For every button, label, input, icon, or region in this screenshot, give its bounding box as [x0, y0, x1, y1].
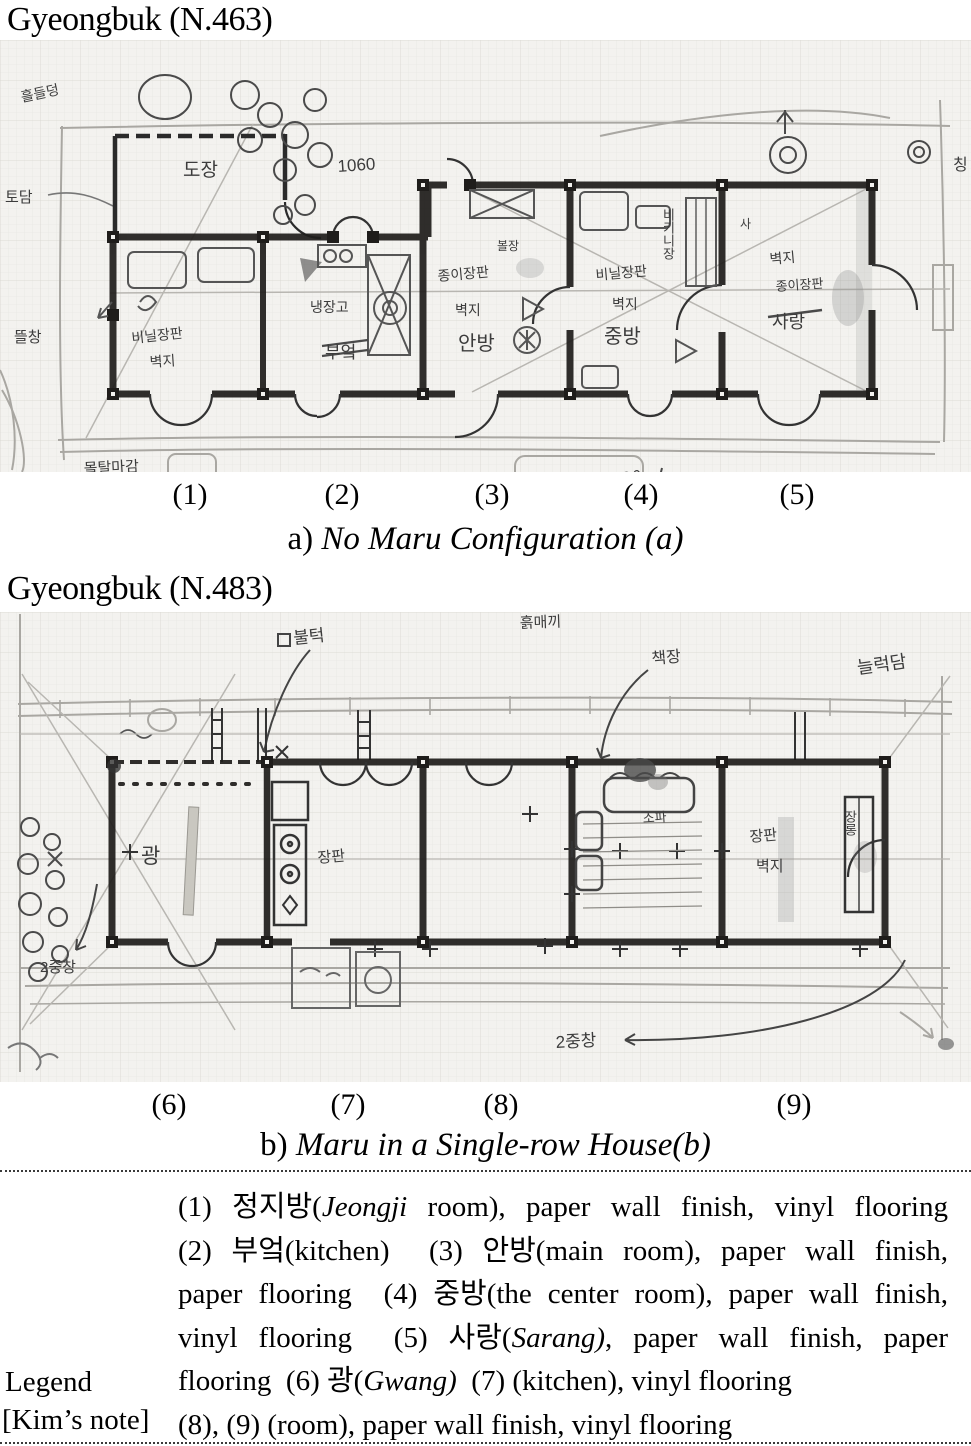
section-a-heading: Gyeongbuk (N.463) — [7, 1, 273, 38]
kims-note-label: [Kim’s note] — [2, 1404, 150, 1436]
caption-a: a) No Maru Configuration (a) — [0, 521, 971, 558]
door-arcs — [148, 157, 919, 439]
label-sa: 사 — [740, 217, 751, 231]
label-dojang: 도장 — [183, 159, 218, 181]
label-tteulchang: 뜰창 — [14, 329, 42, 346]
plan-b-labels: 불턱 흙매끼 책장 늘럭담 광 장판 소파 장판 벽지 장롱 2중창 2중창 — [40, 614, 908, 1052]
label-jangpan-9: 장판 — [749, 827, 778, 846]
label-vinyl-2: 비닐장판 — [595, 263, 648, 283]
pencil-lines — [7, 614, 954, 1072]
caption-b-prefix: b) — [260, 1127, 288, 1163]
section-b-heading: Gyeongbuk (N.483) — [7, 570, 273, 607]
label-boljang: 볼장 — [497, 239, 519, 253]
pencil-lines — [0, 99, 954, 472]
label-jungbang: 중방 — [604, 325, 641, 348]
floor-plan-sketch-b: 불턱 흙매끼 책장 늘럭담 광 장판 소파 장판 벽지 장롱 2중창 2중창 — [0, 612, 971, 1082]
room-number: (5) — [779, 478, 815, 511]
room-number: (2) — [324, 478, 360, 511]
room-number: (3) — [474, 478, 510, 511]
room-number: (1) — [172, 478, 208, 511]
door-arcs — [166, 761, 886, 968]
label-jangnong: 장롱 — [843, 810, 858, 836]
room-number: (7) — [330, 1088, 366, 1121]
caption-a-text: No Maru Configuration (a) — [321, 521, 684, 557]
label-jongijangpan-a: 종이장판 — [437, 264, 490, 284]
label-sarang: 사랑 — [772, 312, 805, 332]
label-1060: 1060 — [337, 154, 376, 176]
legend-line-6: (8), (9) (room), paper wall finish, viny… — [178, 1408, 733, 1441]
annotation-arrows — [75, 633, 906, 1046]
label-jongijangpan-b: 종이장판 — [775, 276, 824, 294]
legend-line-1: (1) 정지방(Jeongji room), paper wall finish… — [178, 1191, 948, 1223]
label-bueok: 부엌 — [325, 343, 356, 362]
label-ijungchang-bottom: 2중창 — [555, 1031, 597, 1052]
caption-a-prefix: a) — [287, 521, 314, 557]
furniture — [97, 189, 717, 389]
kitchen-fixtures — [270, 780, 310, 927]
label-140deg: 140° — [593, 465, 644, 472]
label-sopa: 소파 — [642, 809, 667, 826]
legend-line-2: (2) 부엌(kitchen) (3) 안방(main room), paper… — [178, 1234, 948, 1267]
caption-b-text: Maru in a Single-row House(b) — [295, 1127, 711, 1163]
dotted-separator-top — [0, 1170, 971, 1172]
gwang-plank — [182, 806, 200, 916]
plan-a-labels: 흘들덩 토담 뜰창 도장 1060 비닐장판 벽지 냉장고 부엌 종이장판 벽지… — [5, 81, 968, 472]
legend-line-4: vinyl flooring (5) 사랑(Sarang), paper wal… — [178, 1321, 948, 1354]
wall-posts — [106, 756, 891, 948]
room9-fixtures — [778, 795, 875, 922]
legend-line-5: flooring (6) 광(Gwang) (7) (kitchen), vin… — [178, 1365, 792, 1397]
room-numbers-a: (1) (2) (3) (4) (5) — [0, 478, 971, 514]
eave-posts — [211, 708, 806, 762]
jar-circles — [17, 817, 69, 982]
label-moltal: 몰탈마감 — [83, 458, 139, 472]
label-anbang: 안방 — [458, 332, 495, 355]
label-scribble-tl: 흘들덩 — [19, 81, 60, 105]
legend-label: Legend — [5, 1366, 92, 1398]
jar-circles — [138, 74, 931, 472]
caption-b: b) Maru in a Single-row House(b) — [0, 1127, 971, 1164]
pencil-diagonals — [85, 123, 951, 439]
label-byeokji-1: 벽지 — [149, 352, 176, 370]
dotted-separator-bottom — [0, 1442, 971, 1444]
label-byeokji-3: 벽지 — [612, 296, 638, 312]
room-number: (9) — [776, 1088, 812, 1121]
label-byeokji-4: 벽지 — [769, 249, 796, 267]
ink-smudges — [300, 185, 872, 390]
label-ijungchang-left: 2중창 — [40, 959, 76, 976]
room-numbers-b: (6) (7) (8) (9) — [0, 1088, 971, 1124]
room-number: (6) — [151, 1088, 187, 1121]
kitchen-steps — [291, 947, 401, 1009]
label-bikini-jang: 비키니장 — [661, 208, 676, 260]
room-number: (4) — [623, 478, 659, 511]
label-vinyl-1: 비닐장판 — [131, 325, 184, 346]
wall-posts — [107, 179, 878, 400]
label-gwang: 광 — [141, 845, 160, 868]
room-number: (8) — [483, 1088, 519, 1121]
label-byeokji-2: 벽지 — [455, 302, 481, 318]
label-todam: 토담 — [5, 189, 33, 206]
label-jangpan-kitchen: 장판 — [317, 848, 346, 867]
label-chaekjang: 책장 — [651, 647, 682, 668]
floor-plan-sketch-a: 흘들덩 토담 뜰창 도장 1060 비닐장판 벽지 냉장고 부엌 종이장판 벽지… — [0, 40, 971, 472]
label-naengjanggo: 냉장고 — [310, 299, 349, 315]
label-byeokji-9: 벽지 — [756, 858, 784, 875]
legend-line-3: paper flooring (4) 중방(the center room), … — [178, 1278, 948, 1310]
label-heungmaekki: 흙매끼 — [520, 614, 562, 632]
label-ching: 칭 — [953, 156, 968, 174]
legend-block: (1) 정지방(Jeongji room), paper wall finish… — [0, 1186, 948, 1446]
label-bulteok: 불턱 — [292, 626, 325, 648]
